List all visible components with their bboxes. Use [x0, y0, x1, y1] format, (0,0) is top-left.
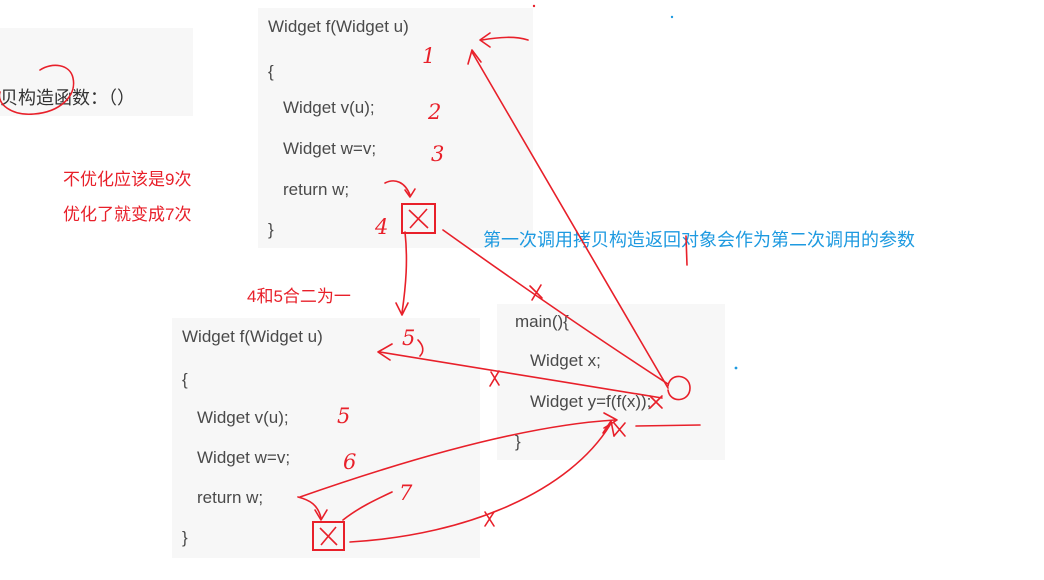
- inner-call-circle: [667, 375, 691, 401]
- mark-5b: 5: [337, 404, 351, 428]
- bottom-signature: Widget f(Widget u): [182, 327, 323, 346]
- question-circle: [0, 64, 75, 115]
- bottom-line-1: Widget v(u);: [197, 408, 289, 427]
- note-merge: 4和5合二为一: [247, 287, 351, 306]
- top-line-1: Widget v(u);: [283, 98, 375, 117]
- cross-icon: [319, 526, 338, 546]
- arrow-top-box-down: [401, 231, 408, 314]
- top-line-3: return w;: [283, 180, 350, 199]
- arrow-return-top: [384, 180, 411, 196]
- note-unoptimized: 不优化应该是9次: [63, 170, 192, 189]
- arrow-bottom-box-to-main: [349, 424, 611, 543]
- main-line-2: Widget x;: [530, 351, 601, 370]
- arrow-top-signature: [481, 36, 529, 41]
- cross-icon: [408, 208, 429, 229]
- temp-object-box-bottom: [312, 521, 345, 551]
- bottom-line-3: return w;: [197, 488, 264, 507]
- mark-3: 3: [431, 142, 445, 166]
- main-close-brace: }: [515, 432, 521, 451]
- temp-object-box-top: [401, 203, 436, 234]
- bottom-open-brace: {: [182, 370, 188, 389]
- question-panel: [0, 28, 193, 116]
- top-close-brace: }: [268, 220, 274, 239]
- bottom-line-2: Widget w=v;: [197, 448, 291, 467]
- note-optimized: 优化了就变成7次: [63, 205, 192, 224]
- main-underline: [635, 424, 701, 427]
- main-line-1: main(){: [515, 312, 569, 331]
- arrow-return-bottom: [297, 496, 322, 519]
- bottom-close-brace: }: [182, 528, 188, 547]
- note-first-call: 第一次调用拷贝构造返回对象会作为第二次调用的参数: [483, 230, 915, 250]
- top-signature: Widget f(Widget u): [268, 17, 409, 36]
- code-panel-main: [497, 304, 725, 460]
- mark-6: 6: [343, 450, 357, 474]
- arrow-main-to-top: [471, 51, 669, 389]
- main-line-3: Widget y=f(f(x));: [530, 392, 652, 411]
- top-line-2: Widget w=v;: [283, 139, 377, 158]
- code-panel-bottom: [172, 318, 480, 558]
- code-panel-top: [258, 8, 533, 248]
- arrow-main-to-bottom: [379, 351, 663, 399]
- mark-7: 7: [399, 481, 413, 505]
- arrow-bottom-to-main: [299, 419, 616, 498]
- arrow-box-to-main: [442, 229, 669, 385]
- mark-5a: 5: [402, 326, 416, 350]
- mark-4: 4: [375, 215, 389, 239]
- mark-1: 1: [422, 44, 436, 68]
- mark-2: 2: [428, 100, 442, 124]
- top-open-brace: {: [268, 62, 274, 81]
